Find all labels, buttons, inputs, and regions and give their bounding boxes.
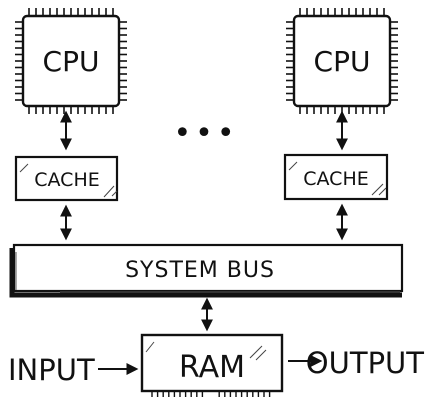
ellipsis: ••• — [173, 116, 238, 151]
cpu-chip-left: CPU — [15, 8, 127, 114]
cpu-body-right — [292, 14, 392, 108]
output-label: OUTPUT — [306, 346, 424, 380]
cache-box-left: CACHE — [14, 155, 119, 202]
cpu-chip-right: CPU — [286, 8, 398, 114]
cpu-label-left: CPU — [43, 45, 100, 78]
system-bus-label: SYSTEM BUS — [125, 258, 275, 283]
ram-label: RAM — [179, 350, 245, 385]
cache-label-right: CACHE — [303, 168, 369, 190]
cpu-label-right: CPU — [314, 45, 371, 78]
cpu-pins-left — [15, 8, 127, 114]
cache-label-left: CACHE — [34, 169, 100, 191]
input-label: INPUT — [8, 353, 95, 387]
ram-contacts — [151, 391, 271, 397]
cpu-pins-right — [286, 8, 398, 114]
system-bus: SYSTEM BUS — [9, 243, 404, 298]
ram-module: RAM — [140, 333, 284, 397]
cache-box-right: CACHE — [283, 153, 389, 201]
cpu-body-left — [21, 14, 121, 108]
